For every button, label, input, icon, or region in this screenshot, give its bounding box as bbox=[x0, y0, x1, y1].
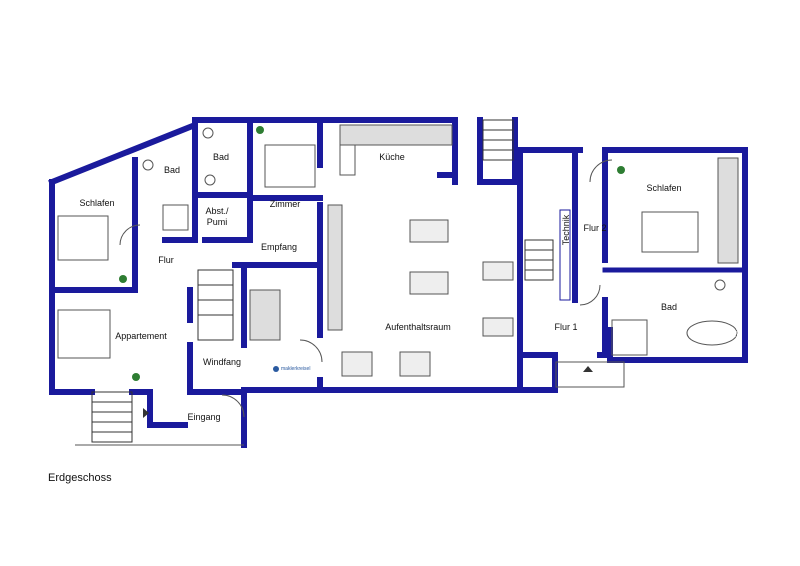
entrance-arrow-icon bbox=[143, 408, 149, 418]
room-label-schlafen-right: Schlafen bbox=[646, 183, 682, 193]
maklerkreisel-logo: maklerkreisel bbox=[273, 366, 310, 372]
room-label-abst-pumi: Abst./ Pumi bbox=[205, 206, 229, 227]
room-label-windfang: Windfang bbox=[202, 357, 242, 367]
room-label-technik: Technik bbox=[561, 214, 571, 246]
room-label-bad-right: Bad bbox=[660, 302, 678, 312]
room-label-eingang: Eingang bbox=[187, 412, 221, 422]
room-label-flur: Flur bbox=[158, 255, 174, 265]
room-label-zimmer: Zimmer bbox=[269, 199, 301, 209]
entrance-arrow-icon bbox=[583, 366, 593, 372]
room-label-aufenthaltsraum: Aufenthaltsraum bbox=[385, 322, 451, 332]
room-label-bad-small: Bad bbox=[212, 152, 230, 162]
credit-text: McGrundriss bbox=[735, 315, 741, 345]
room-label-bad-left: Bad bbox=[163, 165, 181, 175]
double-bed-icon bbox=[57, 309, 111, 359]
twin-bed-icon bbox=[264, 144, 316, 188]
room-label-flur-2: Flur 2 bbox=[583, 223, 607, 233]
plant-icons bbox=[119, 126, 625, 381]
logo-text: maklerkreisel bbox=[281, 366, 311, 372]
furniture bbox=[57, 119, 739, 443]
plan-title: Erdgeschoss bbox=[48, 472, 112, 484]
double-bed-icon bbox=[57, 215, 109, 261]
walls bbox=[48, 117, 748, 448]
room-label-schlafen-left: Schlafen bbox=[79, 198, 115, 208]
room-label-empfang: Empfang bbox=[260, 242, 298, 252]
room-label-flur-1: Flur 1 bbox=[554, 322, 578, 332]
double-bed-icon bbox=[641, 211, 699, 253]
room-label-appartement: Appartement bbox=[115, 331, 167, 341]
room-label-kueche: Küche bbox=[379, 152, 405, 162]
